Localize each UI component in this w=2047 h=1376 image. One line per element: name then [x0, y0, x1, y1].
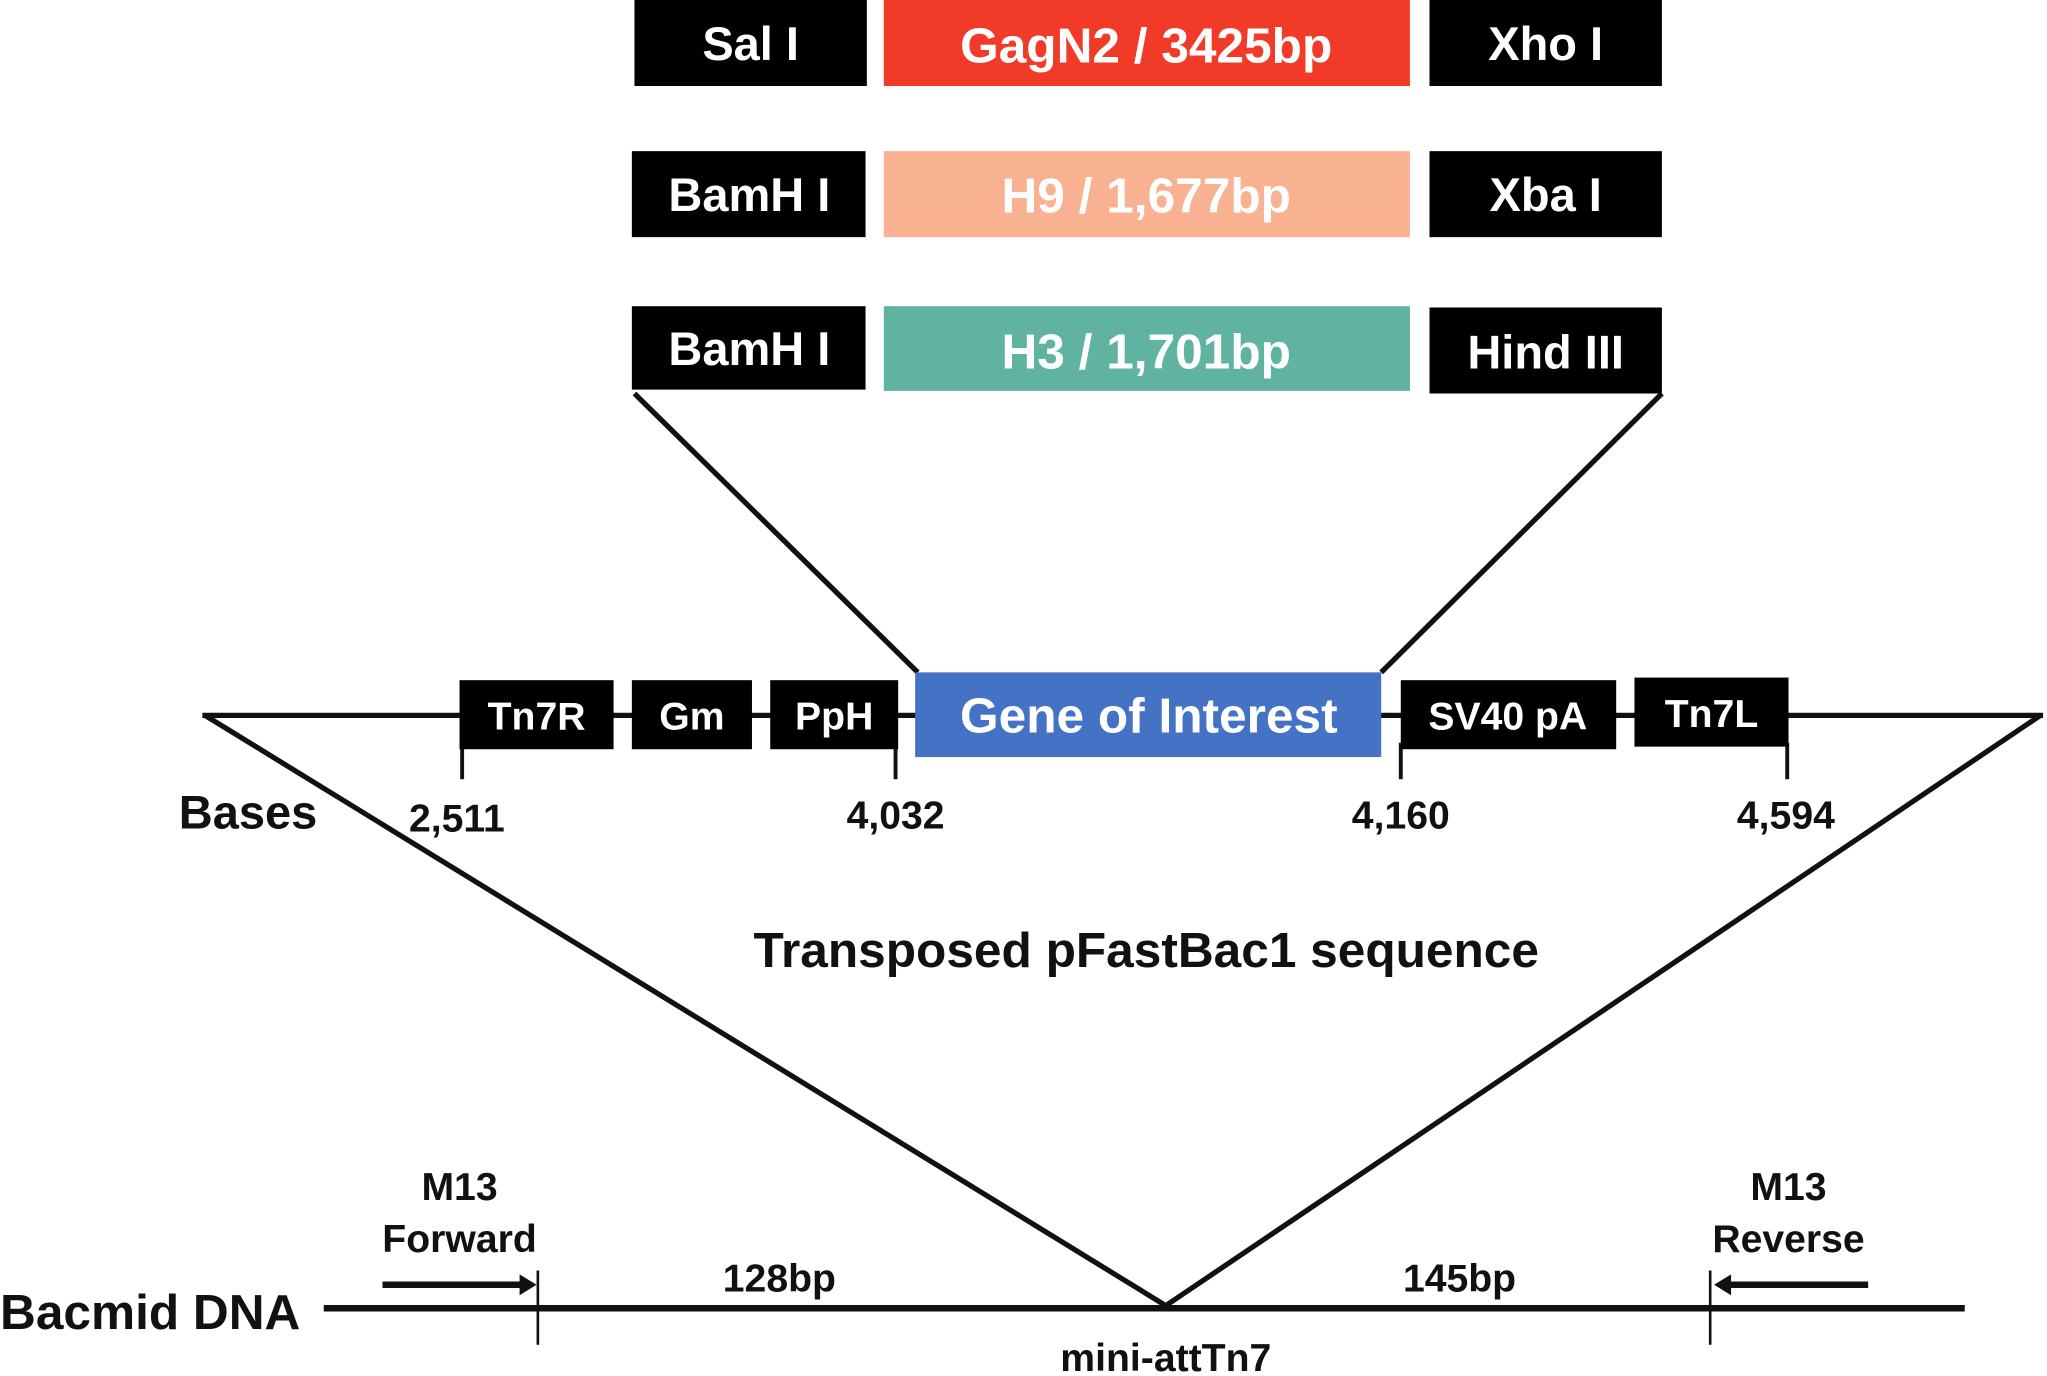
zoom-line-left: [632, 391, 920, 675]
transposition-line-left: [203, 713, 1168, 1308]
insert-box-gagn2: [883, 0, 1410, 86]
site-box-xho-i: [1429, 0, 1662, 86]
site-label: Xba I: [1490, 168, 1602, 221]
site-label: Hind III: [1467, 326, 1624, 379]
insert-row-h9: BamH I H9 / 1,677bp Xba I: [631, 151, 1662, 238]
site-label: Sal I: [702, 17, 799, 70]
forward-arrow-icon: [382, 1274, 537, 1296]
bacmid-label: Bacmid DNA: [0, 1284, 300, 1340]
transposition-line-right: [1164, 713, 2042, 1308]
transposed-sequence-label: Transposed pFastBac1 sequence: [753, 922, 1539, 978]
reverse-primer-line2: Reverse: [1712, 1218, 1864, 1261]
site-box-bamh-i: [631, 151, 866, 238]
element-tn7r: [459, 680, 614, 750]
site-label: BamH I: [668, 168, 830, 221]
site-box-xba-i: [1429, 151, 1662, 238]
position-label: 4,160: [1352, 795, 1450, 838]
forward-primer-line1: M13: [421, 1166, 497, 1209]
left-distance-label: 128bp: [723, 1257, 836, 1300]
site-box-hind-iii: [1429, 307, 1662, 394]
site-box-sal-i: [634, 0, 867, 86]
insert-row-gagn2: Sal I GagN2 / 3425bp Xho I: [634, 0, 1662, 86]
element-pph: [770, 680, 899, 750]
forward-primer-line2: Forward: [382, 1218, 536, 1261]
element-label: PpH: [795, 696, 873, 739]
element-label: Gm: [659, 696, 724, 739]
element-tn7l: [1634, 677, 1789, 747]
position-label: 4,032: [847, 795, 945, 838]
insert-box-h9: [883, 151, 1410, 238]
position-label: 4,594: [1737, 795, 1835, 838]
element-gene-of-interest: [915, 672, 1382, 758]
right-distance-label: 145bp: [1403, 1257, 1516, 1300]
element-sv40-pa: [1400, 680, 1617, 750]
element-gm: [631, 680, 752, 750]
site-box-bamh-i: [631, 306, 866, 390]
site-label: BamH I: [668, 322, 830, 375]
element-label: Tn7R: [488, 696, 586, 739]
mini-atttn7-label: mini-attTn7: [1060, 1337, 1271, 1376]
site-label: Xho I: [1488, 17, 1603, 70]
insert-label: GagN2 / 3425bp: [960, 18, 1332, 74]
insert-label: H3 / 1,701bp: [1002, 324, 1291, 380]
position-label: 2,511: [409, 797, 505, 840]
bases-label: Bases: [179, 786, 317, 839]
element-label: Tn7L: [1665, 693, 1759, 736]
insert-box-h3: [883, 306, 1410, 391]
element-label: Gene of Interest: [960, 687, 1338, 743]
zoom-line-right: [1379, 391, 1664, 675]
reverse-primer-line1: M13: [1750, 1166, 1826, 1209]
reverse-arrow-icon: [1714, 1274, 1869, 1296]
insert-row-h3: BamH I H3 / 1,701bp Hind III: [631, 306, 1662, 394]
insert-label: H9 / 1,677bp: [1002, 167, 1291, 223]
element-label: SV40 pA: [1428, 696, 1587, 739]
